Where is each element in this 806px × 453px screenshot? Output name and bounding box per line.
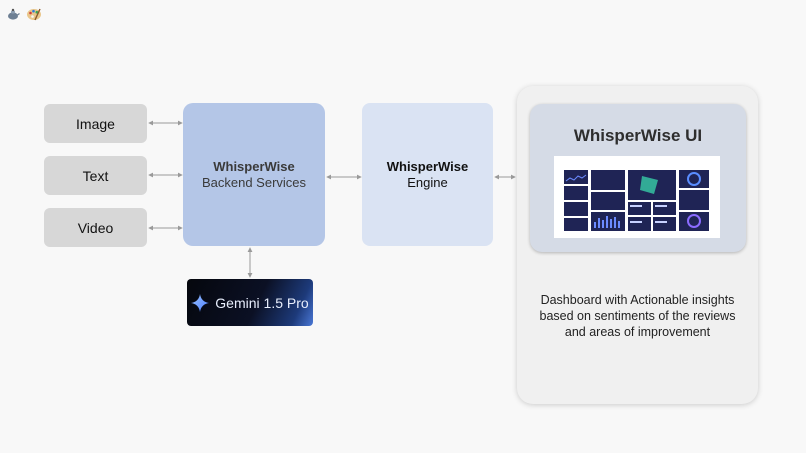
- gemini-sparkle-icon: [191, 293, 210, 312]
- ui-panel: WhisperWise UI: [517, 86, 758, 404]
- backend-title: WhisperWise: [213, 158, 295, 174]
- input-video-box: Video: [44, 208, 147, 247]
- gemini-version: 1.5 Pro: [263, 294, 309, 311]
- dashboard-preview-image: [564, 170, 709, 231]
- engine-subtitle: Engine: [407, 174, 448, 190]
- input-image-label: Image: [76, 115, 115, 132]
- gemini-badge: Gemini 1.5 Pro: [187, 279, 313, 326]
- engine-title: WhisperWise: [386, 158, 469, 174]
- top-toolbar-icons: [6, 7, 41, 21]
- input-text-box: Text: [44, 156, 147, 195]
- gemini-brand-text: Gemini: [215, 294, 260, 311]
- palette-icon[interactable]: [26, 7, 41, 21]
- gemini-brand: Gemini 1.5 Pro: [215, 295, 308, 311]
- input-image-box: Image: [44, 104, 147, 143]
- input-video-label: Video: [77, 219, 114, 236]
- input-text-label: Text: [82, 167, 109, 184]
- backend-subtitle: Backend Services: [201, 174, 307, 190]
- teapot-icon[interactable]: [6, 7, 20, 21]
- dashboard-thumbnail: [554, 156, 720, 238]
- ui-card: WhisperWise UI: [530, 104, 746, 252]
- ui-title: WhisperWise UI: [573, 126, 703, 145]
- engine-box: WhisperWise Engine: [362, 103, 493, 246]
- ui-description: Dashboard with Actionable insights based…: [539, 293, 736, 339]
- backend-services-box: WhisperWise Backend Services: [183, 103, 325, 246]
